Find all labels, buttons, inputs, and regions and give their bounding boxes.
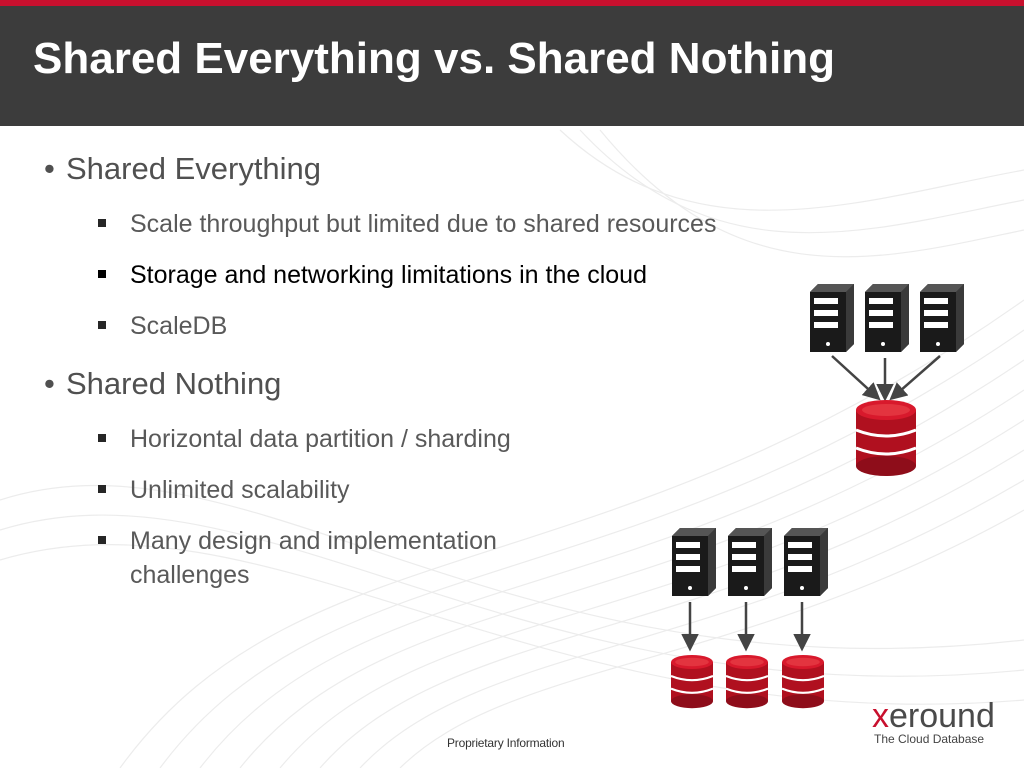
database-cylinder-icon [780, 653, 826, 710]
logo-x: x [872, 697, 889, 735]
footer-text: Proprietary Information [447, 736, 565, 750]
bullet-dot: • [44, 366, 55, 401]
square-bullet-icon [98, 485, 106, 493]
bullet-dot: • [44, 151, 55, 186]
logo-wordmark: xeround [872, 698, 1004, 734]
database-cylinder-icon [854, 398, 918, 478]
logo-rest: eround [889, 697, 995, 735]
sub-bullet-text: Scale throughput but limited due to shar… [130, 210, 717, 238]
server-tower-icon [784, 528, 828, 596]
title-bar: Shared Everything vs. Shared Nothing [0, 6, 1024, 126]
database-cylinder-icon [724, 653, 770, 710]
server-tower-icon [920, 284, 964, 352]
sub-bullet-text: Many design and implementation challenge… [130, 527, 497, 589]
arrow-down-icon [889, 355, 941, 401]
bullet-shared-everything: • Shared Everything [44, 151, 321, 187]
page-title: Shared Everything vs. Shared Nothing [33, 34, 835, 83]
xeround-logo: xeround The Cloud Database [872, 698, 1004, 746]
sub-bullet-text: Storage and networking limitations in th… [130, 261, 647, 289]
square-bullet-icon [98, 321, 106, 329]
arrow-down-icon [831, 355, 881, 401]
server-tower-icon [810, 284, 854, 352]
accent-line [0, 0, 1024, 6]
square-bullet-icon [98, 219, 106, 227]
server-tower-icon [865, 284, 909, 352]
logo-tagline: The Cloud Database [874, 732, 985, 746]
server-tower-icon [672, 528, 716, 596]
server-tower-icon [728, 528, 772, 596]
sub-bullet-text: ScaleDB [130, 312, 228, 340]
bullet-text: Shared Everything [66, 151, 322, 186]
square-bullet-icon [98, 536, 106, 544]
sub-bullet-text: Horizontal data partition / sharding [130, 425, 511, 453]
square-bullet-icon [98, 270, 106, 278]
database-cylinder-icon [669, 653, 715, 710]
square-bullet-icon [98, 434, 106, 442]
bullet-shared-nothing: • Shared Nothing [44, 366, 281, 402]
bullet-text: Shared Nothing [66, 366, 282, 401]
sub-bullet-text: Unlimited scalability [130, 476, 350, 504]
